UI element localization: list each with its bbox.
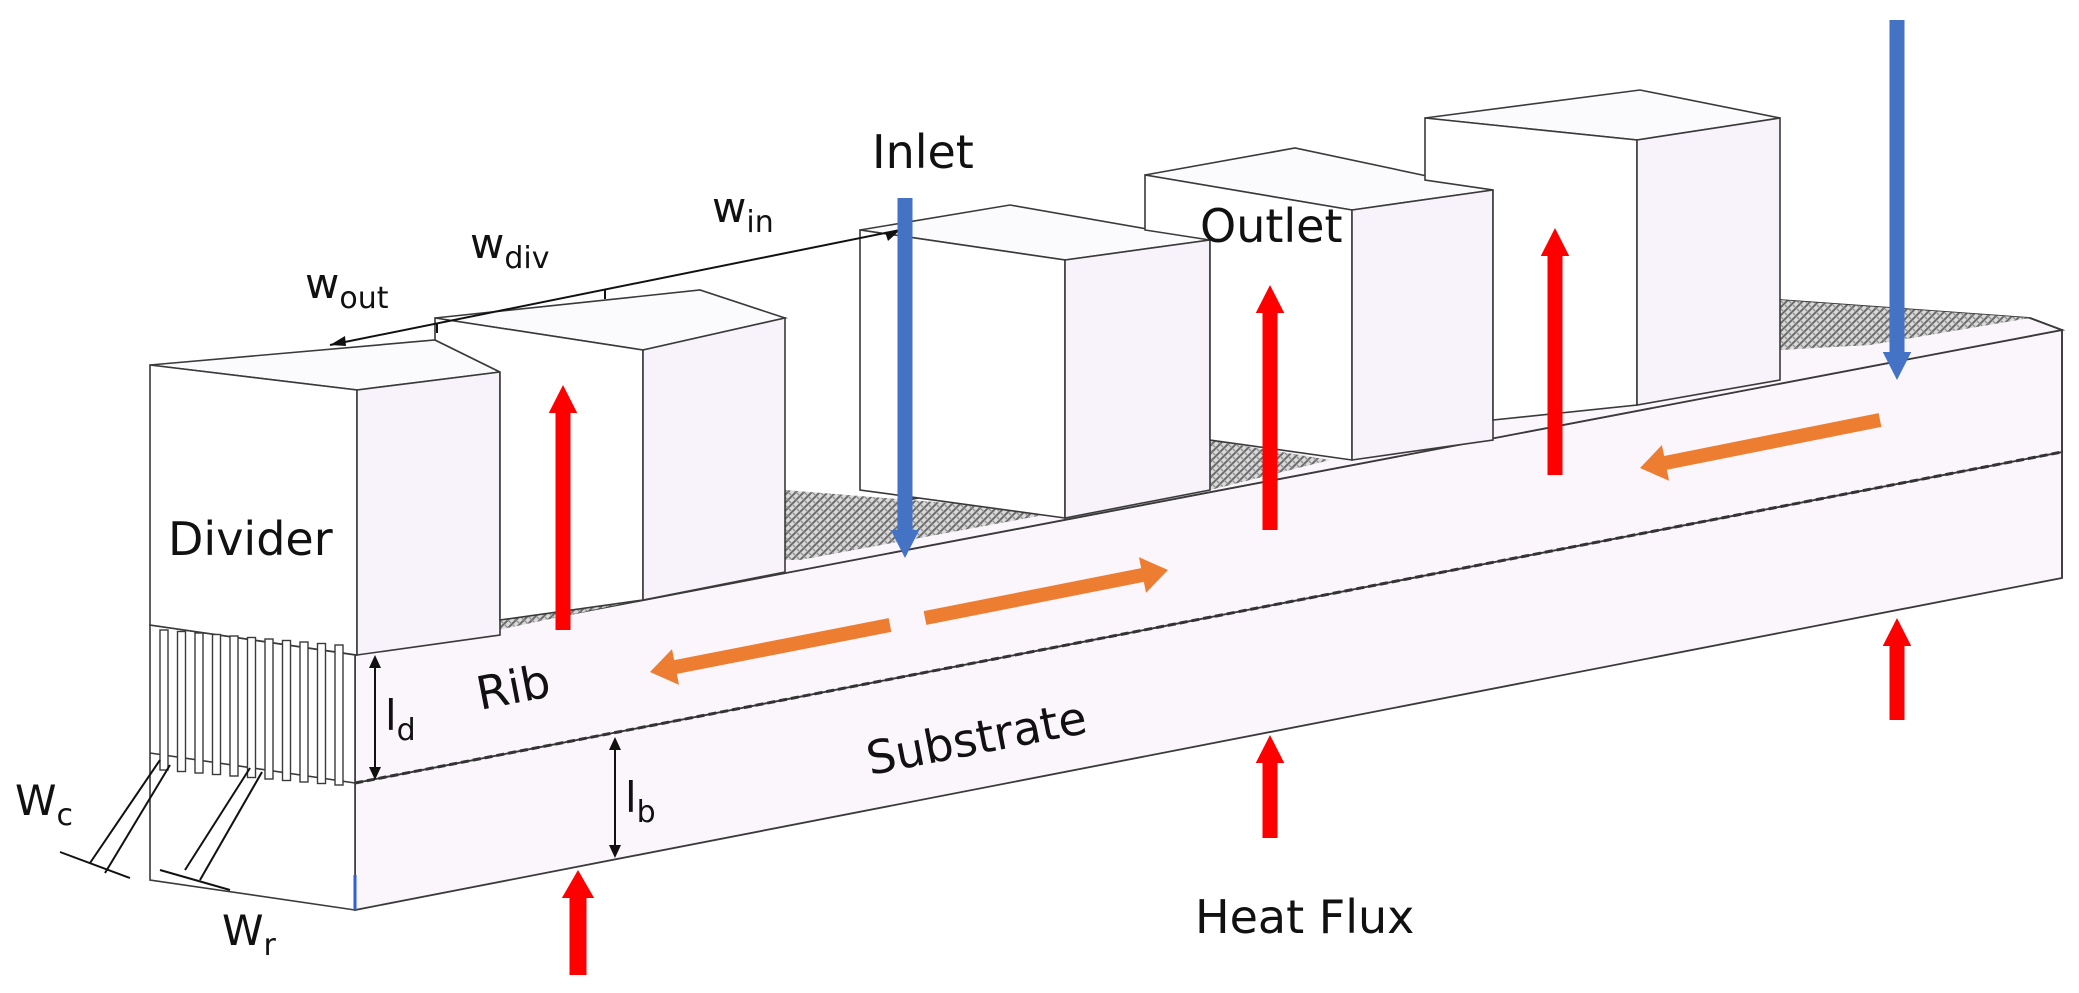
manifold-blocks	[149, 89, 1781, 656]
fin-3	[194, 632, 204, 774]
flow-arrows	[548, 20, 1912, 975]
heat-flux-arrow-3	[1882, 618, 1912, 720]
fin-11	[334, 644, 344, 786]
fin-9	[299, 641, 309, 783]
block-4-side	[1351, 189, 1494, 461]
fin-1	[159, 629, 169, 771]
microchannel-fins	[159, 629, 344, 786]
w-div-label: wdiv	[470, 219, 550, 276]
wc-line-b	[104, 764, 171, 874]
wr-line-a	[184, 767, 251, 871]
block-2-side	[642, 316, 786, 601]
hatch-patch-5	[1780, 300, 2030, 350]
back-top-edge	[2029, 317, 2063, 578]
block-1-side	[356, 371, 501, 656]
fin-10	[316, 642, 327, 785]
blue-arrow-inlet-2	[1882, 20, 1912, 380]
heat-flux-label: Heat Flux	[1195, 890, 1414, 944]
block-3-front	[859, 229, 1066, 519]
block-4	[1144, 147, 1494, 461]
fin-4	[211, 633, 222, 776]
dim-arrow-right	[885, 230, 900, 241]
orange-arrow-right	[923, 557, 1168, 625]
l-b-label: lb	[625, 773, 656, 830]
fin-8	[281, 639, 292, 782]
w-c-label: Wc	[15, 776, 73, 833]
block-divider	[149, 339, 503, 656]
red-arrow-outlet-1	[548, 385, 578, 630]
block-5-side	[1636, 117, 1781, 406]
red-arrow-outlet-3	[1540, 228, 1570, 475]
heat-flux-arrow-2	[1255, 735, 1285, 838]
orange-arrow-left-2	[1640, 413, 1882, 481]
wc-arrow-line	[59, 851, 131, 879]
width-dimension-line	[329, 229, 901, 346]
fin-5	[229, 635, 239, 777]
fin-2	[176, 630, 187, 773]
w-out-label: wout	[305, 259, 389, 316]
heat-flux-arrow-1	[561, 870, 595, 975]
w-r-label: Wr	[222, 906, 277, 963]
block-2	[434, 289, 788, 621]
divider-label: Divider	[168, 512, 333, 566]
dim-arrow-left	[330, 336, 346, 346]
lb-arrow-top	[609, 737, 621, 750]
red-arrow-outlet-2	[1255, 285, 1285, 530]
w-in-label: win	[712, 183, 774, 240]
wr-arrow-line	[159, 869, 231, 891]
inlet-label: Inlet	[872, 125, 974, 179]
dimension-lines	[59, 229, 901, 910]
fin-6	[246, 636, 257, 779]
block-5	[1424, 89, 1781, 421]
l-d-label: ld	[385, 691, 416, 748]
block-3-side	[1064, 239, 1211, 519]
ld-arrow-top	[369, 655, 381, 668]
outlet-label: Outlet	[1200, 199, 1343, 253]
wc-line-a	[89, 759, 161, 864]
wr-line-b	[199, 771, 263, 881]
block-1-front	[149, 364, 358, 656]
rib-substrate-boundary	[354, 450, 2063, 785]
ld-arrow-bottom	[369, 767, 381, 780]
lb-arrow-bottom	[609, 845, 621, 858]
orange-arrow-left-1	[650, 618, 892, 685]
blue-arrow-inlet-1	[890, 198, 920, 558]
fin-7	[264, 638, 274, 780]
